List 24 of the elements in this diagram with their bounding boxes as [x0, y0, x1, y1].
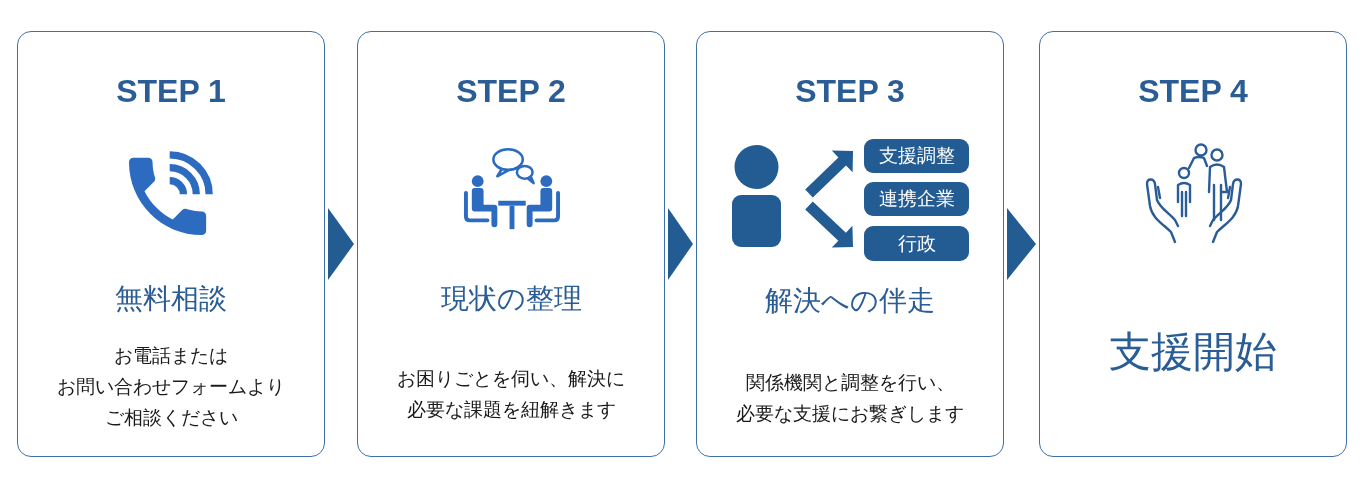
step-heading: STEP 4 [1138, 72, 1248, 111]
chevron-arrow [1007, 208, 1036, 280]
chevron-arrow [328, 208, 354, 280]
step-card [1039, 31, 1347, 457]
step-card [696, 31, 1004, 457]
category-tag: 支援調整 [864, 139, 969, 173]
category-tag: 連携企業 [864, 182, 969, 216]
step-title: 支援開始 [1109, 327, 1277, 377]
step-title: 現状の整理 [440, 282, 582, 316]
step-heading: STEP 1 [116, 72, 226, 111]
step-card [17, 31, 325, 457]
arrow [805, 201, 853, 248]
step-heading: STEP 2 [456, 72, 566, 111]
step-card [357, 31, 665, 457]
step-title: 無料相談 [115, 282, 227, 316]
step-description: 関係機関と調整を行い、必要な支援にお繋ぎします [736, 371, 964, 426]
person-icon [731, 145, 782, 247]
arrow [805, 150, 853, 198]
step-description: お電話またはお問い合わせフォームよりご相談ください [57, 344, 285, 430]
step-heading: STEP 3 [795, 72, 905, 111]
category-tag: 行政 [864, 226, 969, 261]
step-description: お困りごとを伺い、解決に必要な課題を紐解きます [397, 367, 625, 422]
chevron-arrow [668, 208, 693, 280]
step-title: 解決への伴走 [765, 284, 935, 318]
